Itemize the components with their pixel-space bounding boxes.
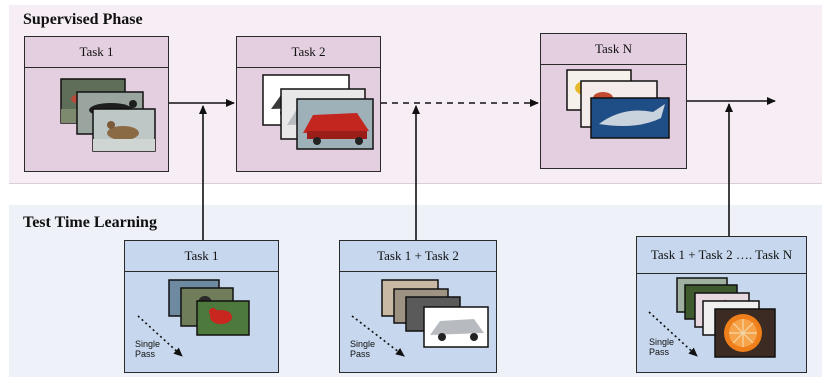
- single-pass-arrow-3: [648, 311, 698, 357]
- supervised-task-n-label: Task N: [541, 34, 686, 65]
- supervised-task-2-box: Task 2: [236, 36, 381, 172]
- test-task-1-plus-2-pass-label: Pass: [350, 349, 371, 359]
- supervised-phase-title: Supervised Phase: [23, 11, 143, 28]
- test-task-1-plus-2-box: Task 1 + Task 2 Single Pass: [339, 240, 497, 373]
- test-task-all-single-label: Single: [649, 337, 675, 347]
- silver-car-photo: [423, 306, 489, 348]
- supervised-task-1-box: Task 1: [24, 36, 169, 172]
- test-task-1-box: Task 1 Single Pass: [124, 240, 279, 373]
- supervised-task-n-box: Task N: [540, 33, 687, 169]
- supervised-task-2-image-stack: [262, 74, 374, 150]
- duck-photo: [92, 108, 156, 152]
- test-task-1-label: Task 1: [125, 241, 278, 272]
- supervised-task-1-image-stack: [60, 78, 156, 152]
- test-task-1-plus-2-label: Task 1 + Task 2: [340, 241, 496, 272]
- supervised-task-n-image-stack: [566, 69, 670, 139]
- single-pass-arrow-1: [137, 315, 183, 357]
- single-pass-arrow-2: [351, 315, 405, 357]
- test-task-1-plus-2-image-stack: [381, 279, 489, 348]
- test-task-1-plus-2-single-label: Single: [350, 339, 376, 349]
- test-task-1-image-stack: [168, 279, 250, 336]
- test-time-learning-title: Test Time Learning: [23, 214, 157, 231]
- test-task-1-single-label: Single: [135, 339, 161, 349]
- red-car-photo: [296, 98, 374, 150]
- red-bird-photo: [196, 300, 250, 336]
- orange-photo: [714, 308, 776, 358]
- test-task-all-label: Task 1 + Task 2 …. Task N: [637, 237, 806, 274]
- test-task-1-pass-label: Pass: [135, 349, 156, 359]
- whale-photo: [590, 97, 670, 139]
- supervised-task-1-label: Task 1: [25, 37, 168, 68]
- test-task-all-pass-label: Pass: [649, 347, 670, 357]
- test-task-all-box: Task 1 + Task 2 …. Task N Single Pass: [636, 236, 807, 373]
- supervised-task-2-label: Task 2: [237, 37, 380, 68]
- test-task-all-image-stack: [676, 277, 776, 358]
